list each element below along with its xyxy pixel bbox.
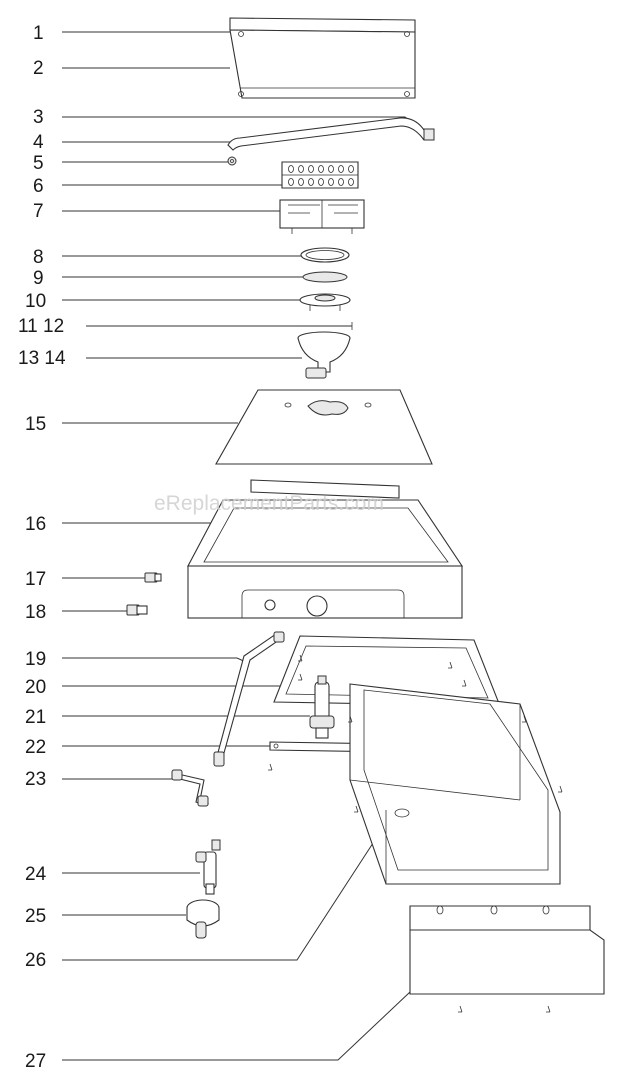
callout-22[interactable]: 22 [25, 737, 46, 758]
callout-7[interactable]: 7 [33, 201, 44, 222]
callout-6[interactable]: 6 [33, 176, 44, 197]
part-cooktop-housing [187, 479, 464, 619]
callout-9[interactable]: 9 [33, 268, 44, 289]
callout-5[interactable]: 5 [33, 153, 44, 174]
part-gas-elbow [171, 769, 209, 807]
part-valve [309, 675, 335, 739]
part-spreader [302, 271, 348, 283]
part-gas-line [213, 631, 285, 767]
part-knob [186, 899, 220, 939]
callout-20[interactable]: 20 [25, 677, 46, 698]
callout-2[interactable]: 2 [33, 58, 44, 79]
callout-16[interactable]: 16 [25, 514, 46, 535]
callout-24[interactable]: 24 [25, 864, 47, 885]
callout-21[interactable]: 21 [25, 707, 46, 728]
part-gas-tube [227, 117, 435, 151]
part-grate [279, 199, 365, 234]
callout-11-12[interactable]: 11 12 [18, 316, 64, 337]
callout-15[interactable]: 15 [25, 414, 46, 435]
callout-27[interactable]: 27 [25, 1051, 46, 1072]
part-door-panel [409, 905, 605, 1013]
callout-26[interactable]: 26 [25, 950, 46, 971]
callout-1[interactable]: 1 [33, 23, 44, 44]
part-burner-cap [299, 293, 351, 311]
callout-19[interactable]: 19 [25, 649, 46, 670]
part-control-valve [195, 839, 221, 895]
leader-27 [62, 991, 411, 1061]
leader-26 [62, 839, 376, 961]
callout-10[interactable]: 10 [25, 291, 46, 312]
leader-lines [62, 31, 426, 1061]
callout-13-14[interactable]: 13 14 [18, 348, 66, 369]
part-orifice-18 [126, 604, 148, 616]
part-heat-plate [215, 389, 433, 465]
part-shelf [229, 17, 416, 99]
callout-4[interactable]: 4 [33, 132, 44, 153]
watermark-text: eReplacementParts.com [154, 492, 384, 515]
leader-19 [62, 657, 249, 664]
part-cart-body [348, 683, 563, 885]
callout-8[interactable]: 8 [33, 247, 44, 268]
part-burner-ring [281, 161, 359, 189]
callout-17[interactable]: 17 [25, 569, 46, 590]
part-nut [227, 156, 237, 166]
callout-23[interactable]: 23 [25, 769, 46, 790]
callout-18[interactable]: 18 [25, 602, 46, 623]
callout-numbers: 1 2 3 4 5 6 7 8 9 10 11 12 13 14 15 16 1… [18, 23, 66, 1072]
part-burner-bowl [297, 331, 351, 379]
part-pin [300, 322, 353, 330]
callout-3[interactable]: 3 [33, 107, 44, 128]
part-orifice-17 [144, 572, 162, 583]
callout-25[interactable]: 25 [25, 906, 46, 927]
